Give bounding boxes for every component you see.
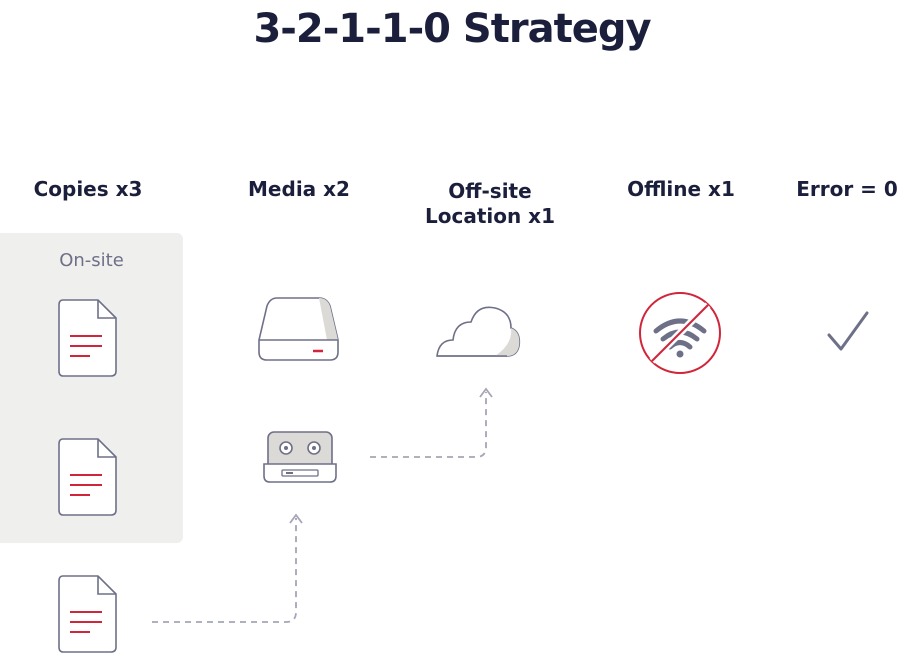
arrowhead-copy-to-tape <box>289 513 303 524</box>
checkmark-icon <box>826 310 870 354</box>
column-heading-offsite-line2: Location x1 <box>424 204 555 228</box>
arrow-copy-to-tape <box>152 518 297 623</box>
cloud-icon <box>433 300 523 362</box>
column-heading-offsite-line1: Off-site <box>448 179 532 203</box>
column-heading-offline: Offline x1 <box>627 177 735 201</box>
column-heading-media: Media x2 <box>248 177 350 201</box>
document-icon <box>58 574 118 654</box>
document-icon <box>58 437 118 517</box>
page-title: 3-2-1-1-0 Strategy <box>253 6 651 52</box>
column-heading-error: Error = 0 <box>796 177 898 201</box>
document-icon <box>58 298 118 378</box>
no-wifi-icon <box>638 291 722 375</box>
column-heading-copies: Copies x3 <box>33 177 143 201</box>
tape-cartridge-icon <box>262 430 338 484</box>
column-heading-offsite: Off-site Location x1 <box>415 179 565 229</box>
arrow-tape-to-cloud <box>370 392 487 458</box>
onsite-label: On-site <box>59 250 124 271</box>
arrowhead-tape-to-cloud <box>479 387 493 398</box>
hard-drive-icon <box>257 294 341 364</box>
